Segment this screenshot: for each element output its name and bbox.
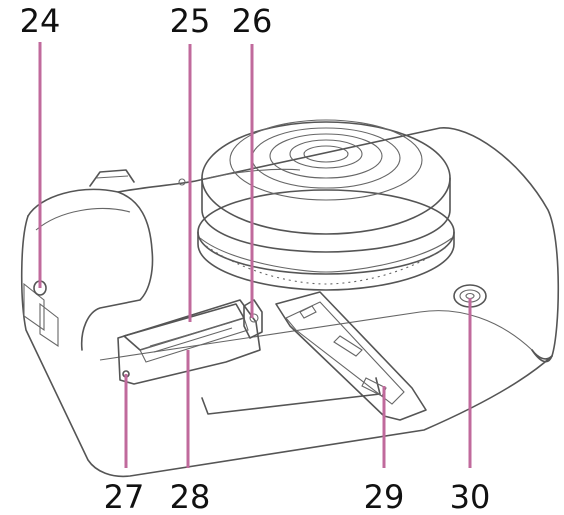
callout-29: 29 <box>364 478 405 515</box>
callout-24: 24 <box>20 2 61 40</box>
callout-28: 28 <box>170 478 211 515</box>
callout-30: 30 <box>450 478 491 515</box>
camera-body <box>20 127 560 478</box>
battery-lock-lever <box>243 299 263 339</box>
leader-lines <box>38 42 472 468</box>
lens <box>197 119 455 291</box>
battery-cover-open <box>275 291 427 421</box>
callout-26: 26 <box>232 2 273 40</box>
callout-25: 25 <box>170 2 211 40</box>
callout-labels: 24 25 26 27 28 29 30 <box>20 2 491 515</box>
callout-27: 27 <box>104 478 145 515</box>
